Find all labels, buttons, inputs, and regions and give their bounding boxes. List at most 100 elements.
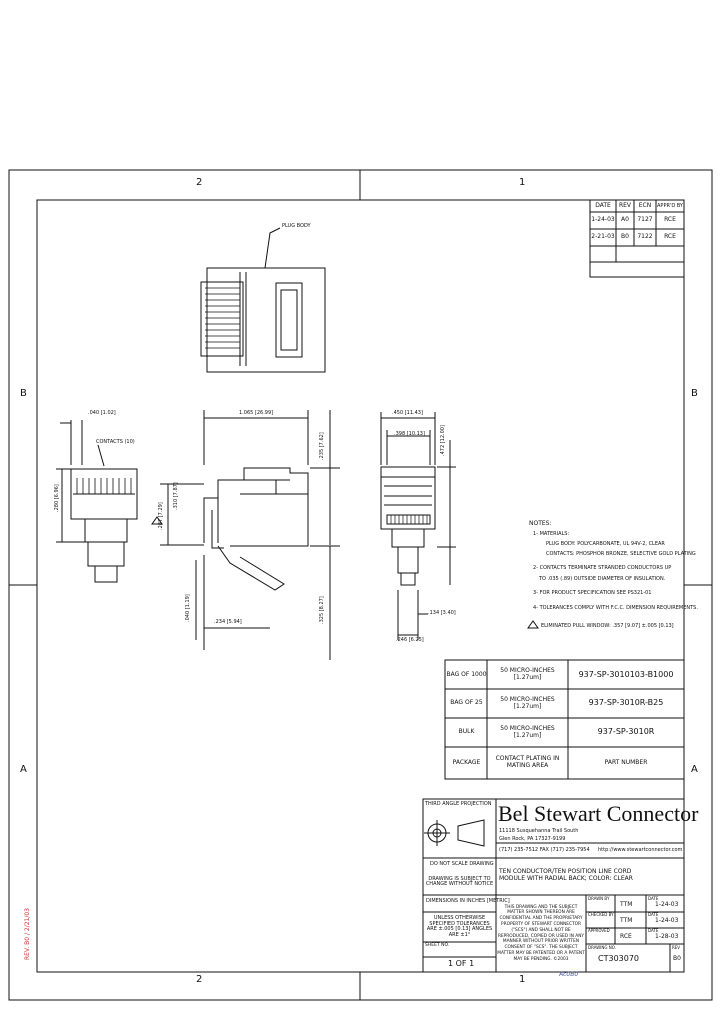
- revision-triangle-marker: [151, 516, 163, 525]
- date-label: DATE: [648, 912, 659, 917]
- dimension-label: .040 [1.02]: [88, 410, 116, 416]
- rev-header: ECN: [638, 202, 652, 210]
- drawn-by-label: DRAWN BY: [588, 896, 610, 901]
- note-line: TO .035 (.89) OUTSIDE DIAMETER OF INSULA…: [539, 576, 666, 582]
- rev-cell: A0: [621, 216, 629, 224]
- note-line: 1- MATERIALS:: [533, 531, 570, 537]
- rev-label: REV: [672, 945, 681, 950]
- date-label: DATE: [648, 928, 659, 933]
- date-value: 1-24-03: [655, 901, 679, 908]
- contacts-callout: CONTACTS (10): [96, 439, 135, 445]
- parts-header: CONTACT PLATING IN MATING AREA: [495, 755, 560, 769]
- parts-header: PACKAGE: [452, 758, 481, 766]
- dimension-label: .246 [6.25]: [396, 637, 424, 643]
- rev-cell: 1-24-03: [591, 216, 615, 224]
- company-website: http://www.stewartconnector.com: [598, 847, 683, 853]
- third-angle-projection-symbol: [424, 819, 485, 847]
- note-line: CONTACTS: PHOSPHOR BRONZE, SELECTIVE GOL…: [546, 551, 696, 557]
- rev-cell: B0: [621, 233, 629, 241]
- projection-label: THIRD ANGLE PROJECTION: [425, 801, 492, 807]
- dimension-label: .280 [6.96]: [54, 484, 60, 512]
- subject-to-change: DRAWING IS SUBJECT TO CHANGE WITHOUT NOT…: [425, 875, 494, 887]
- note-line: 2- CONTACTS TERMINATE STRANDED CONDUCTOR…: [533, 565, 672, 571]
- date-value: 1-24-03: [655, 917, 679, 924]
- zone-label: 1: [519, 974, 526, 985]
- drawn-by: TTM: [620, 901, 633, 908]
- footer-mark: Ac0B0: [559, 971, 579, 978]
- revision-table-grid: [589, 199, 685, 278]
- plug-top-view: [200, 227, 326, 373]
- rev-cell: 7127: [637, 216, 653, 224]
- dimension-label: .472 [12.00]: [440, 425, 446, 456]
- dimension-label: 1.065 [26.99]: [239, 410, 274, 416]
- approved-label: APPROVED: [588, 928, 610, 933]
- dimension-label: .325 [8.27]: [319, 596, 325, 624]
- parts-cell: 50 MICRO-INCHES [1.27um]: [500, 724, 555, 739]
- date-value: 1-28-03: [655, 933, 679, 940]
- zone-label: 1: [519, 177, 526, 188]
- parts-cell: BAG OF 25: [450, 699, 483, 707]
- approved-by: RCE: [620, 933, 632, 940]
- dimension-label: .310 [7.87]: [173, 482, 179, 510]
- rev-cell: RCE: [664, 216, 676, 224]
- plug-end-view: [380, 412, 456, 640]
- notes-title: NOTES:: [529, 520, 552, 527]
- parts-header: PART NUMBER: [604, 758, 648, 766]
- dimension-label: .235 [7.62]: [319, 432, 325, 460]
- rev-header: REV: [618, 202, 632, 210]
- parts-cell: 937-SP-3010103-B1000: [578, 669, 674, 679]
- dims-note: DIMENSIONS IN INCHES [METRIC]: [426, 898, 510, 904]
- zone-label: A: [20, 764, 27, 775]
- rev-cell: RCE: [664, 233, 676, 241]
- parts-cell: 937-SP-3010R: [597, 727, 655, 737]
- revision-triangle-marker: [527, 620, 539, 629]
- part-description: TEN CONDUCTOR/TEN POSITION LINE CORD MOD…: [499, 868, 633, 882]
- parts-cell: 937-SP-3010R-B25: [588, 698, 664, 708]
- parts-cell: BAG OF 1000: [446, 670, 487, 678]
- note-line: PLUG BODY: POLYCARBONATE, UL 94V-2, CLEA…: [546, 541, 665, 547]
- parts-cell: BULK: [458, 728, 475, 736]
- zone-label: 2: [196, 974, 203, 985]
- zone-label: 2: [196, 177, 203, 188]
- plug-side-view: [160, 410, 340, 660]
- checked-by-label: CHECKED BY: [588, 912, 614, 917]
- dimension-label: .134 [3.40]: [428, 610, 456, 616]
- parts-table-grid: [444, 659, 685, 780]
- tolerance-note: UNLESS OTHERWISE SPECIFIED TOLERANCES AR…: [426, 915, 493, 938]
- sheet-number: 1 OF 1: [448, 959, 475, 968]
- company-address: Glen Rock, PA 17327-9199: [499, 836, 566, 842]
- rev-header: APPR'D BY: [657, 202, 683, 209]
- zone-label: B: [20, 388, 27, 399]
- note-line: 3- FOR PRODUCT SPECIFICATION SEE PS321-0…: [533, 590, 652, 596]
- parts-cell: 50 MICRO-INCHES [1.27um]: [500, 695, 555, 710]
- rev-cell: 2-21-03: [591, 233, 615, 241]
- rev-header: DATE: [595, 202, 611, 210]
- parts-cell: 50 MICRO-INCHES [1.27um]: [500, 667, 555, 681]
- dimension-label: .287 [7.29]: [158, 502, 164, 530]
- rev-value: B0: [673, 955, 681, 962]
- drawing-number: CT303070: [598, 954, 640, 963]
- dimension-label: .398 [10.13]: [394, 431, 425, 437]
- dimension-label: .040 [1.19]: [185, 594, 191, 622]
- zone-label: A: [691, 764, 698, 775]
- company-address: 11118 Susquehanna Trail South: [499, 828, 579, 834]
- zone-label: B: [691, 388, 698, 399]
- dimension-label: .234 [5.94]: [214, 619, 242, 625]
- title-block-grid: [422, 798, 685, 973]
- proprietary-notice: THIS DRAWING AND THE SUBJECT MATTER SHOW…: [497, 904, 585, 962]
- checked-by: TTM: [620, 917, 633, 924]
- note-line: ELIMINATED PULL WINDOW: .357 [9.07] ±.00…: [541, 623, 674, 629]
- revision-stamp: REV. B0 / 2/21/03: [24, 907, 31, 960]
- drawing-no-label: DRAWING NO.: [588, 945, 616, 950]
- company-name: Bel Stewart Connector: [498, 801, 699, 826]
- plug-body-callout: PLUG BODY: [282, 223, 311, 229]
- sheet-label: SHEET NO.: [425, 943, 450, 948]
- dimension-label: .450 [11.43]: [392, 410, 423, 416]
- inner-border: [36, 199, 685, 973]
- rev-cell: 7122: [637, 233, 653, 241]
- do-not-scale: DO NOT SCALE DRAWING: [430, 861, 494, 867]
- plug-front-view: [56, 420, 138, 583]
- company-address: (717) 235-7512 FAX (717) 235-7954: [499, 847, 590, 853]
